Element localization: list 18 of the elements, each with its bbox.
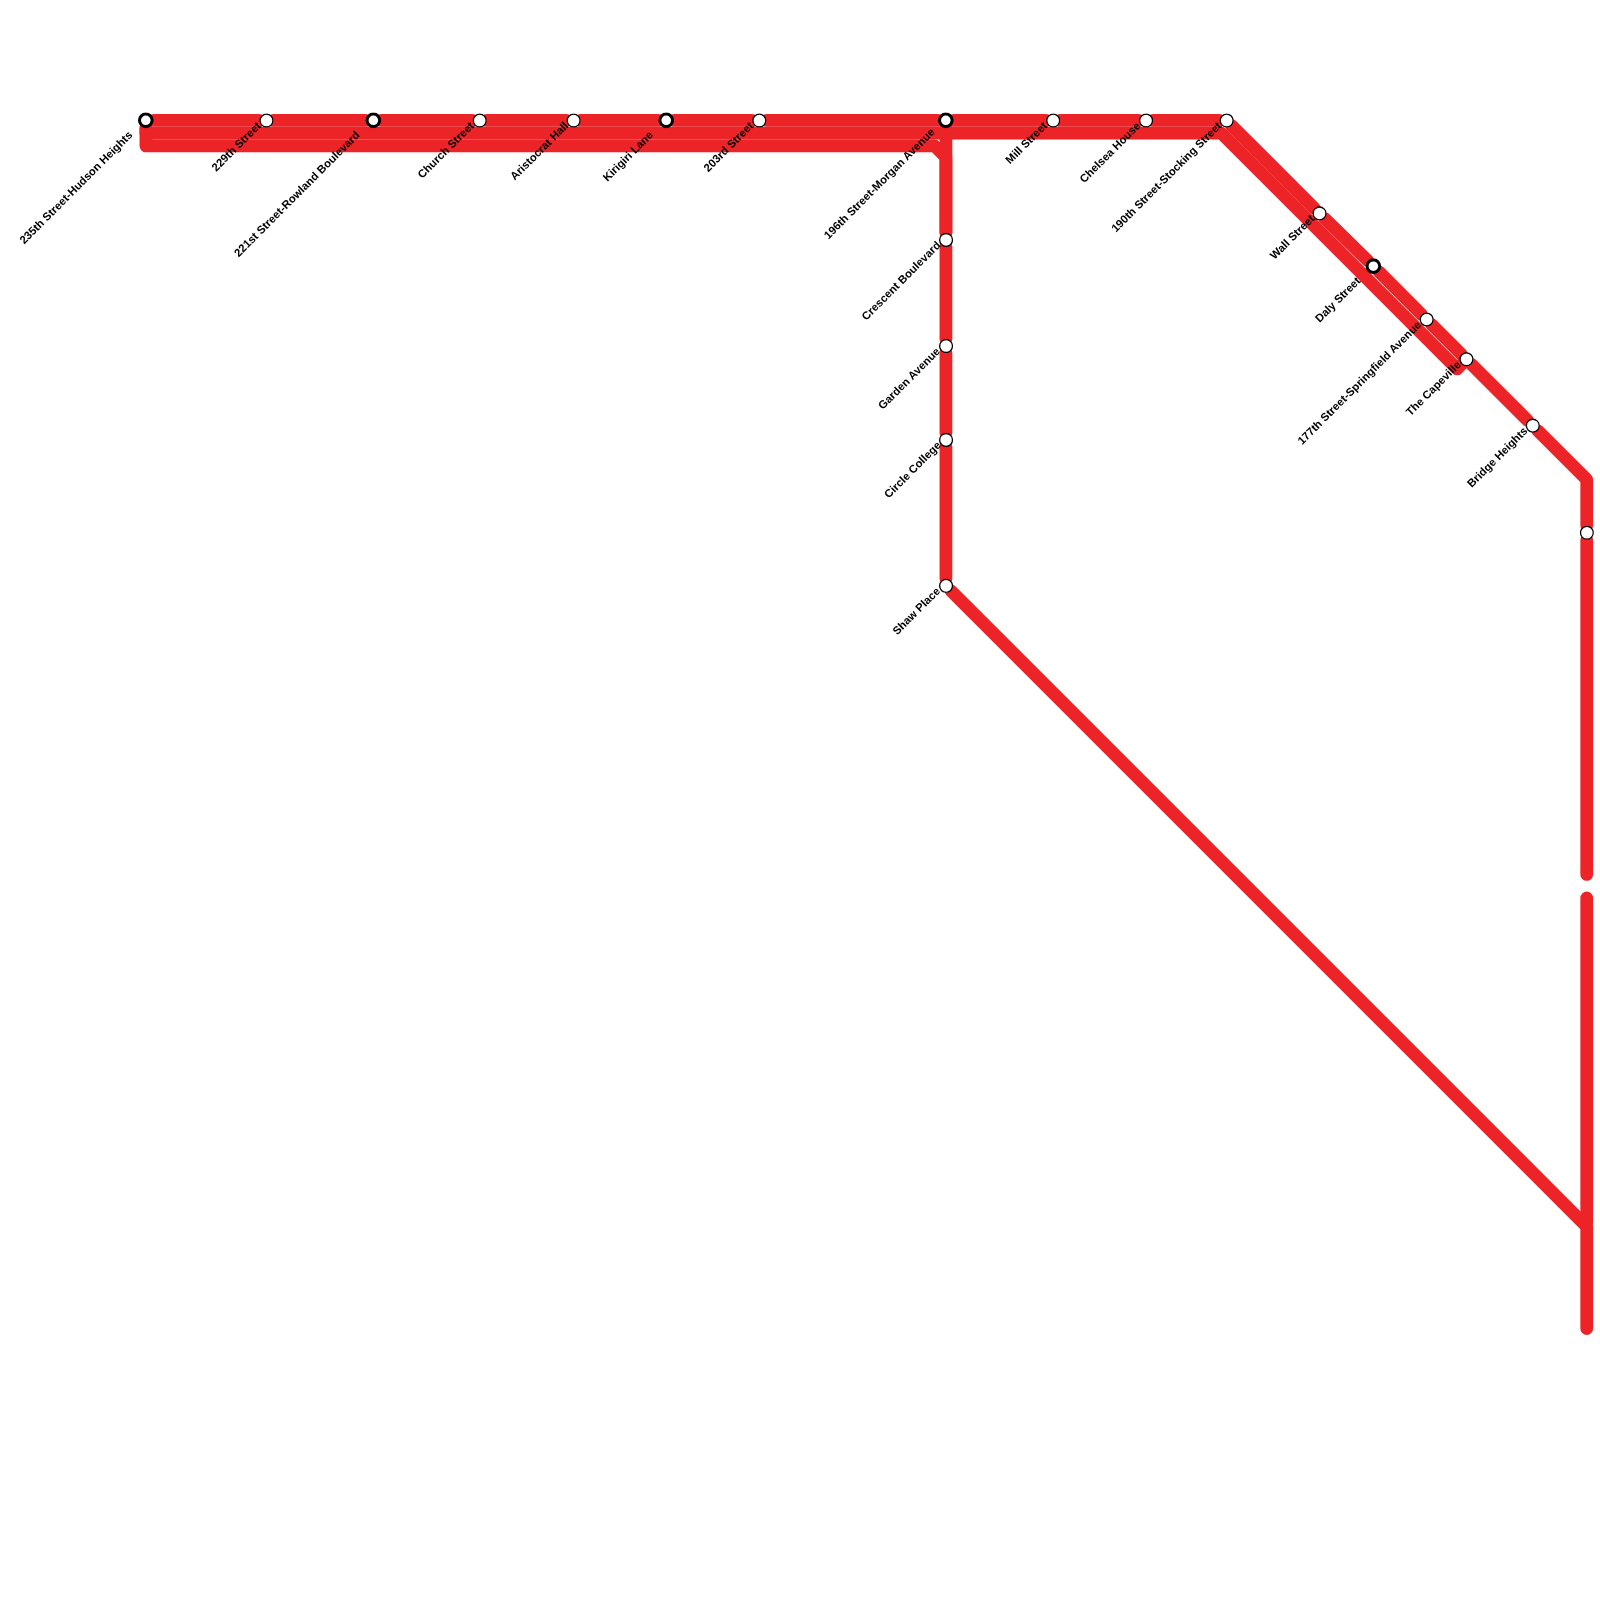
track-line: [1318, 211, 1375, 268]
track-line: [1372, 265, 1428, 321]
station-marker: [1579, 525, 1594, 540]
interchange-station-marker: [1365, 258, 1382, 275]
station-marker: [566, 113, 581, 128]
station-marker: [1525, 418, 1540, 433]
track-line: [1425, 318, 1468, 361]
track-line: [1225, 119, 1321, 215]
interchange-station-marker: [658, 112, 675, 129]
station-marker: [1419, 312, 1434, 327]
interchange-station-marker: [937, 112, 954, 129]
station-marker: [938, 578, 954, 593]
station-marker: [1459, 351, 1474, 367]
track-line: [944, 584, 1594, 1335]
interchange-station-marker: [365, 112, 382, 129]
track-line: [1464, 357, 1535, 427]
station-marker: [1138, 113, 1154, 128]
interchange-station-marker: [137, 112, 154, 129]
